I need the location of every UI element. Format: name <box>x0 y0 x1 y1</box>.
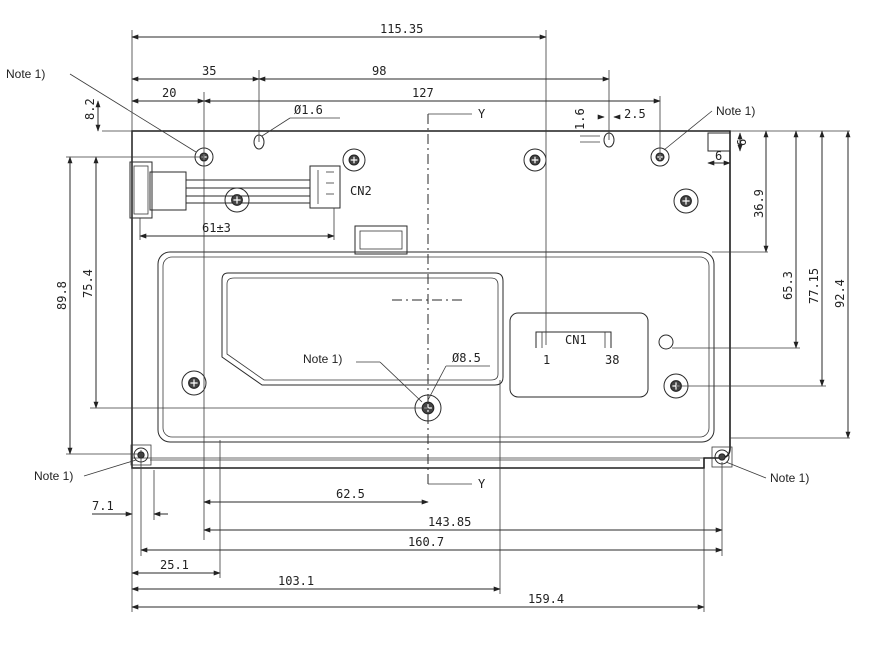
screw-cn2-area <box>342 148 366 172</box>
cn1-connector: CN1 1 38 <box>509 312 800 398</box>
axis-y-bottom-label: Y <box>478 477 486 491</box>
dim-25-1: 25.1 <box>160 558 189 572</box>
cn1-pin-start: 1 <box>543 353 550 367</box>
dim-98: 98 <box>372 64 386 78</box>
center-lines: Y Y <box>427 107 486 491</box>
screw-cable <box>224 187 250 213</box>
dim-103-1: 103.1 <box>278 574 314 588</box>
dim-8-2: 8.2 <box>83 98 97 120</box>
screw-right-upper <box>673 188 699 214</box>
axis-y-top-label: Y <box>478 107 486 121</box>
extension-lines <box>66 30 850 612</box>
dim-115-35: 115.35 <box>380 22 423 36</box>
note-bottom-right: Note 1) <box>770 471 809 485</box>
note-top-left: Note 1) <box>6 67 45 81</box>
screw-holes <box>130 132 733 468</box>
cn1-pin-end: 38 <box>605 353 619 367</box>
dim-2-5: 2.5 <box>624 107 646 121</box>
note-callouts: Note 1) Note 1) Note 1) Note 1) Note 1) <box>6 67 809 485</box>
dim-127: 127 <box>412 86 434 100</box>
dim-7-1: 7.1 <box>92 499 114 513</box>
dim-89-8: 89.8 <box>55 281 69 310</box>
dim-62-5: 62.5 <box>336 487 365 501</box>
dim-6-vertical: 6 <box>735 139 749 146</box>
cn2-label: CN2 <box>350 184 372 198</box>
dim-36-9: 36.9 <box>752 189 766 218</box>
dim-6-horizontal: 6 <box>715 149 722 163</box>
dim-1-6: 1.6 <box>573 108 587 130</box>
dim-159-4: 159.4 <box>528 592 564 606</box>
dim-160-7: 160.7 <box>408 535 444 549</box>
note-bottom-left: Note 1) <box>34 469 73 483</box>
dim-65-3: 65.3 <box>781 271 795 300</box>
dim-dia-1-6: Ø1.6 <box>294 103 323 117</box>
dim-77-15: 77.15 <box>807 268 821 304</box>
cn2-cable-assembly: CN2 <box>129 161 408 255</box>
note-center: Note 1) <box>303 352 342 366</box>
dim-143-85: 143.85 <box>428 515 471 529</box>
dim-20: 20 <box>162 86 176 100</box>
cn1-label: CN1 <box>565 333 587 347</box>
note-top-right: Note 1) <box>716 104 755 118</box>
display-window-outline <box>157 251 715 443</box>
dim-dia-8-5: Ø8.5 <box>452 351 481 365</box>
dim-61-tolerance: 61±3 <box>202 221 231 235</box>
module-outline <box>131 130 731 469</box>
dimension-lines: 115.35 35 98 20 127 8.2 Ø1.6 1.6 2.5 6 6… <box>55 22 851 610</box>
screw-top-center <box>523 148 547 172</box>
screw-left-lower <box>181 370 207 396</box>
dim-92-4: 92.4 <box>833 279 847 308</box>
dim-35: 35 <box>202 64 216 78</box>
dim-75-4: 75.4 <box>81 269 95 298</box>
